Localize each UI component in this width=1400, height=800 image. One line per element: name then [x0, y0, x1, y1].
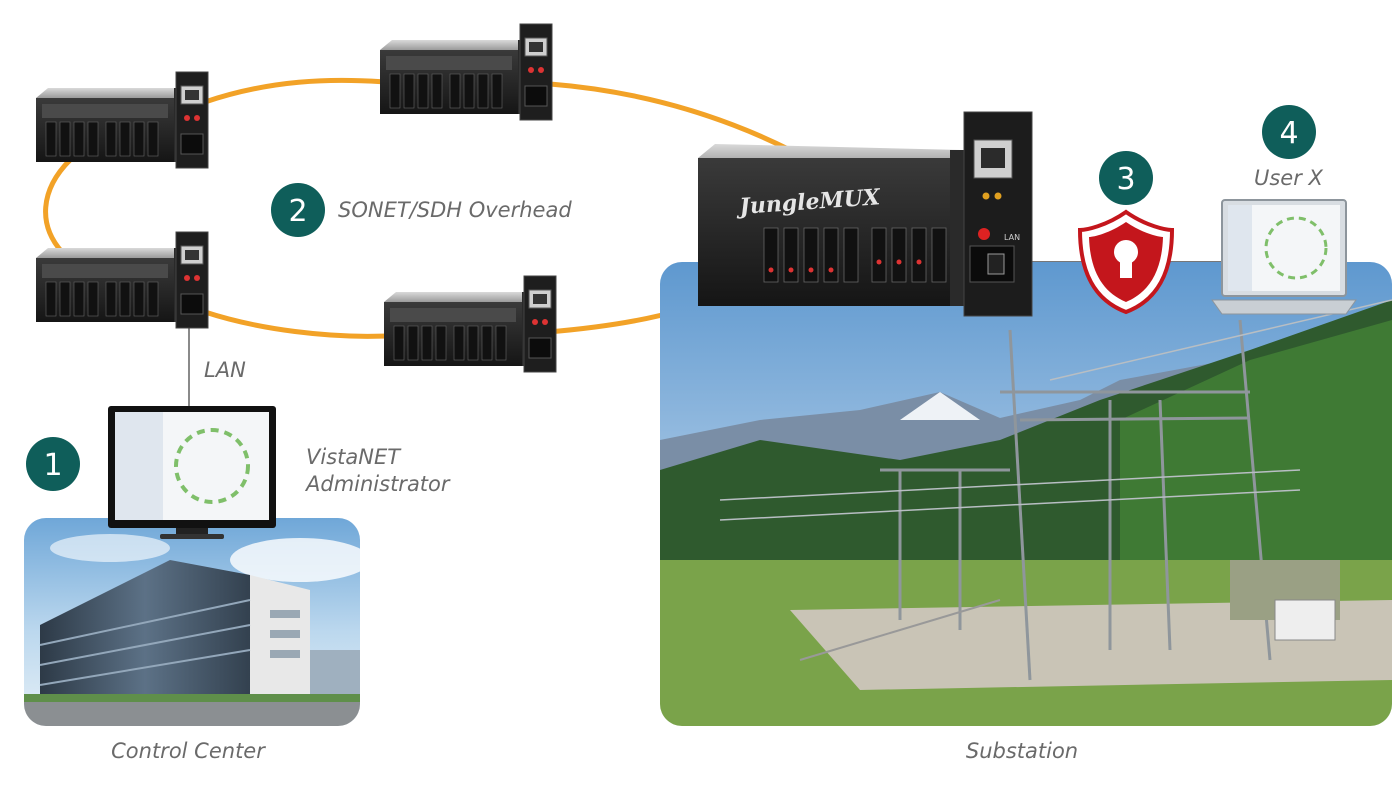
substation-photo: [660, 262, 1392, 726]
mux-node-bottom-center: [383, 275, 557, 373]
step-badge-3: 3: [1099, 151, 1153, 205]
monitor-icon: [108, 406, 276, 539]
port-label: LAN: [1004, 233, 1020, 242]
fiber-ring: [43, 77, 793, 339]
fiber-link-top: [202, 77, 388, 105]
user-label: User X: [1254, 166, 1324, 190]
substation-label: Substation: [966, 739, 1078, 763]
fiber-link-top-right: [547, 81, 793, 153]
svg-text:2: 2: [288, 194, 307, 229]
admin-label-line2: Administrator: [304, 472, 451, 496]
fiber-link-bottom: [202, 309, 388, 339]
fiber-link-left: [43, 157, 73, 255]
shield-lock-icon: [1077, 209, 1175, 315]
mux-node-top-center: [379, 23, 553, 121]
junglemux-main-node: JungleMUX LAN: [698, 111, 1033, 317]
sonet-label: SONET/SDH Overhead: [338, 198, 572, 222]
control-center-photo: [24, 518, 360, 726]
lan-label: LAN: [204, 358, 246, 382]
step-badge-2: 2: [271, 183, 325, 237]
svg-text:1: 1: [43, 448, 62, 483]
admin-label-line1: VistaNET: [306, 445, 402, 469]
mux-node-top-left: [35, 71, 209, 169]
svg-text:4: 4: [1279, 116, 1298, 151]
mux-node-bottom-left: [35, 231, 209, 329]
laptop-icon: [1211, 199, 1357, 315]
step-badge-4: 4: [1262, 105, 1316, 159]
control-center-label: Control Center: [111, 739, 266, 763]
svg-text:3: 3: [1116, 162, 1135, 197]
step-badge-1: 1: [26, 437, 80, 491]
